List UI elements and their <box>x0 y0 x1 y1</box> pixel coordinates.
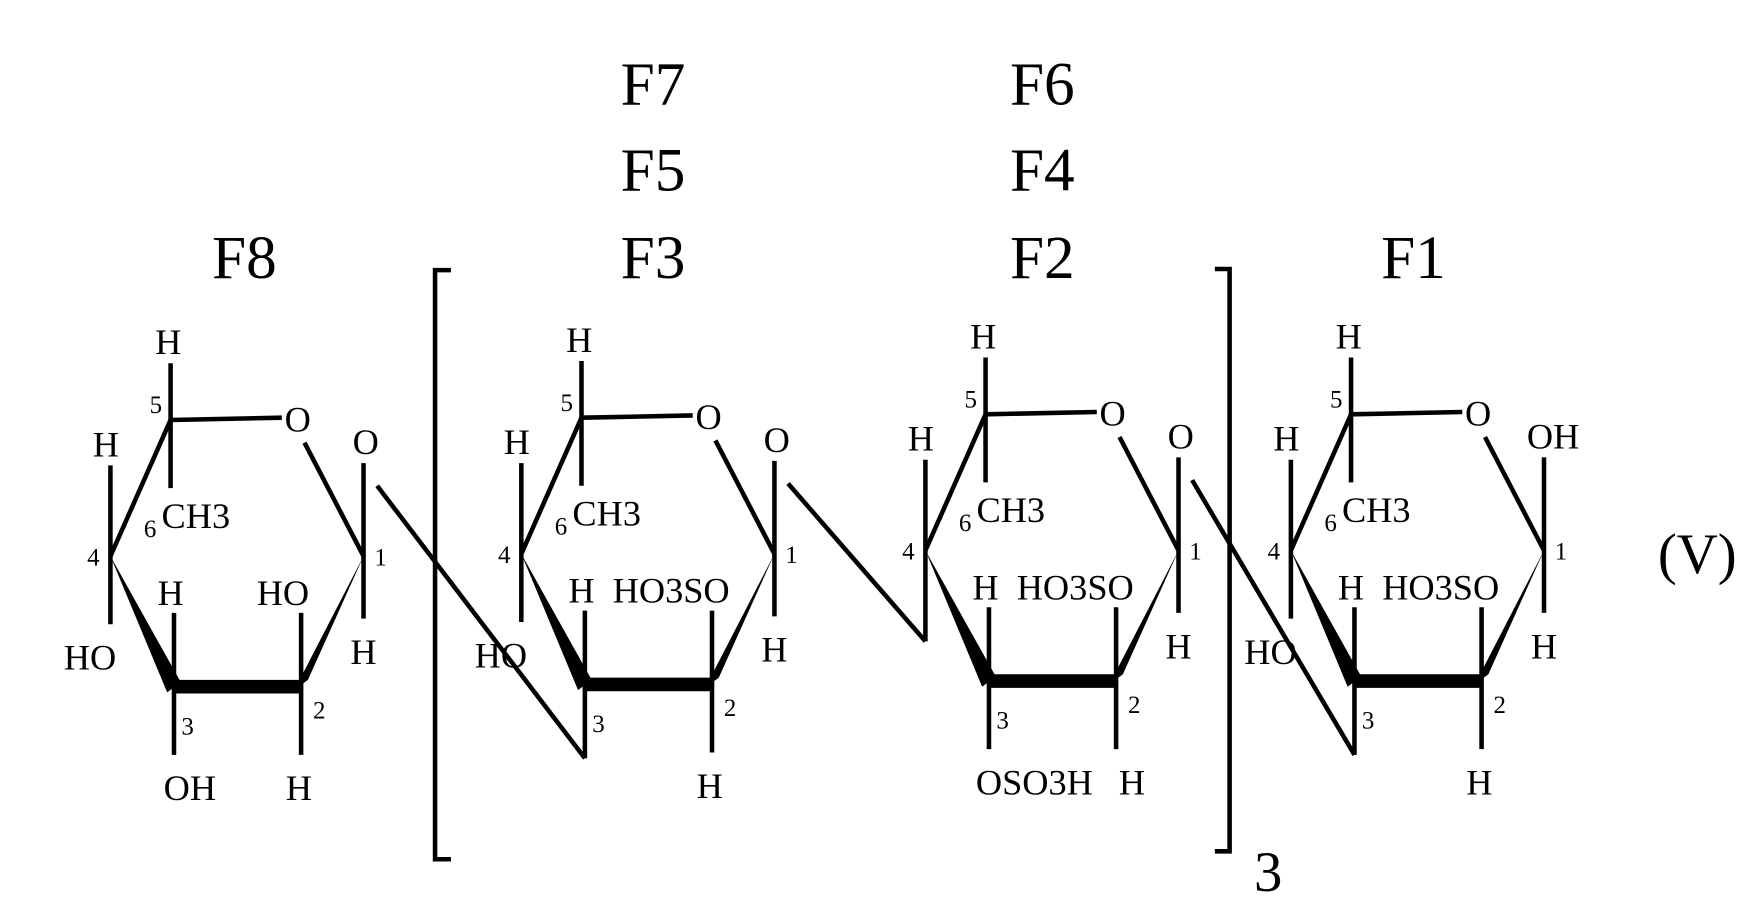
c4-bottom-label: HO <box>1244 632 1296 672</box>
position-number-1: 1 <box>374 544 386 571</box>
label-f5: F5 <box>621 137 686 205</box>
bond-c5-o <box>581 415 692 417</box>
c1-bottom-label: H <box>761 630 787 670</box>
position-number-2: 2 <box>724 695 736 722</box>
c1-top-label: OH <box>1527 416 1579 456</box>
label-f8: F8 <box>212 224 277 292</box>
c5-top-label: H <box>970 316 996 356</box>
position-number-4: 4 <box>1268 539 1281 566</box>
c1-bottom-label: H <box>350 632 376 672</box>
sugar-ring-f8: OH6CH3HHOHOHHOHOH54321 <box>64 322 387 808</box>
label-f2: F2 <box>1010 224 1075 292</box>
position-number-4: 4 <box>902 539 915 566</box>
c3-top-label: H <box>972 567 998 607</box>
compound-label: (V) <box>1658 523 1737 586</box>
c2-top-label: HO <box>257 573 309 613</box>
repeat-count: 3 <box>1254 841 1282 904</box>
position-number-3: 3 <box>1362 708 1374 735</box>
label-f6: F6 <box>1010 50 1075 118</box>
bond-c5-o <box>1351 412 1462 414</box>
ring-oxygen: O <box>285 399 311 439</box>
c4-top-label: H <box>504 422 530 462</box>
c5-top-label: H <box>1336 316 1362 356</box>
c3-bottom-label: OSO3H <box>976 763 1093 803</box>
position-number-3: 3 <box>996 708 1008 735</box>
c2-bottom-label: H <box>286 768 312 808</box>
c2-bottom-label: H <box>1466 763 1492 803</box>
c1-bottom-label: H <box>1531 626 1557 666</box>
position-number-5: 5 <box>150 392 162 419</box>
right-bracket <box>1215 269 1230 851</box>
c3-top-label: H <box>1338 567 1364 607</box>
ring-oxygen: O <box>1465 394 1491 434</box>
c1-top-label: O <box>353 422 379 462</box>
c2-top-label: HO3SO <box>1017 567 1134 607</box>
c2-top-label: HO3SO <box>613 571 730 611</box>
c6-methyl-label: CH3 <box>1342 490 1411 530</box>
position-number-3: 3 <box>181 713 193 740</box>
position-number-2: 2 <box>313 697 325 724</box>
position-number-5: 5 <box>965 386 977 413</box>
c2-bottom-label: H <box>697 766 723 806</box>
c1-top-label: O <box>1168 416 1194 456</box>
position-number-4: 4 <box>87 544 100 571</box>
bond-c5-o <box>986 412 1097 414</box>
label-f1: F1 <box>1381 224 1446 292</box>
label-f4: F4 <box>1010 137 1075 205</box>
position-number-3: 3 <box>592 711 604 738</box>
bond-c5-o <box>171 418 282 420</box>
sugar-ring-f1: OH6CH3HHOHHO3SOHOHH54321 <box>1244 316 1579 802</box>
sugar-ring-f2: OH6CH3HHOSO3HHO3SOHOH54321 <box>902 316 1202 802</box>
c1-top-label: O <box>764 420 790 460</box>
label-f3: F3 <box>621 224 686 292</box>
position-number-4: 4 <box>498 542 511 569</box>
c6-position-number: 6 <box>555 514 567 541</box>
c3-bottom-label: OH <box>164 768 216 808</box>
position-number-5: 5 <box>1330 386 1342 413</box>
sugar-ring-f3: OH6CH3HHOHHO3SOHOH54321 <box>475 320 798 806</box>
position-number-2: 2 <box>1494 692 1506 719</box>
c2-bottom-label: H <box>1119 763 1145 803</box>
c6-methyl-label: CH3 <box>162 496 231 536</box>
c4-top-label: H <box>908 419 934 459</box>
c6-position-number: 6 <box>1324 510 1336 537</box>
label-f7: F7 <box>621 50 686 118</box>
c4-bottom-label: HO <box>64 638 116 678</box>
c6-methyl-label: CH3 <box>572 494 641 534</box>
position-number-1: 1 <box>785 542 797 569</box>
c4-top-label: H <box>1273 419 1299 459</box>
c6-methyl-label: CH3 <box>976 490 1045 530</box>
position-number-1: 1 <box>1555 539 1567 566</box>
c2-top-label: HO3SO <box>1382 567 1499 607</box>
ring-oxygen: O <box>695 397 721 437</box>
c5-top-label: H <box>155 322 181 362</box>
position-number-1: 1 <box>1189 539 1201 566</box>
c6-position-number: 6 <box>144 516 156 543</box>
c4-top-label: H <box>93 424 119 464</box>
c6-position-number: 6 <box>959 510 971 537</box>
c3-top-label: H <box>568 571 594 611</box>
ring-oxygen: O <box>1100 394 1126 434</box>
position-number-2: 2 <box>1128 692 1140 719</box>
c3-top-label: H <box>157 573 183 613</box>
c5-top-label: H <box>566 320 592 360</box>
c1-bottom-label: H <box>1165 626 1191 666</box>
position-number-5: 5 <box>560 390 572 417</box>
